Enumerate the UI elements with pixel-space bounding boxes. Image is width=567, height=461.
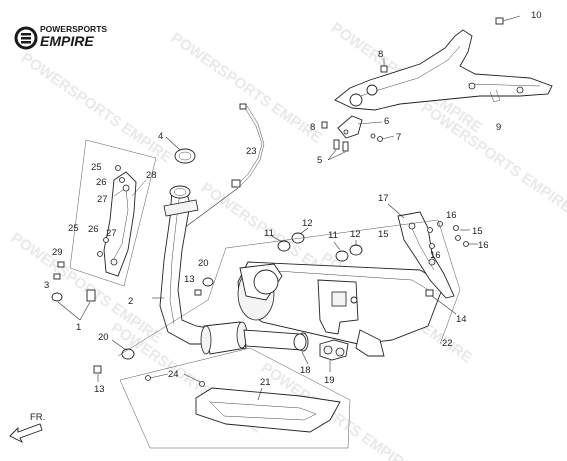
callout-20-lower: 20 — [98, 332, 109, 343]
svg-text:POWERSPORTS EMPIRE: POWERSPORTS EMPIRE — [168, 29, 325, 146]
part-muffler-bracket-17 — [387, 203, 455, 299]
callout-labels: 10 8 9 6 8 7 5 4 23 25 26 28 27 25 26 27… — [44, 10, 542, 395]
callout-16-right: 16 — [478, 240, 489, 251]
callout-11-right: 11 — [328, 230, 338, 241]
callout-17: 17 — [378, 193, 389, 204]
callout-12-right: 12 — [350, 229, 361, 240]
front-direction-label: FR. — [30, 412, 45, 423]
callout-27-top: 27 — [97, 194, 108, 205]
part-gasket-4 — [165, 136, 196, 164]
callout-21: 21 — [260, 377, 271, 388]
callout-23: 23 — [246, 146, 257, 157]
callout-4: 4 — [158, 131, 163, 142]
callout-8-left: 8 — [310, 122, 315, 133]
callout-14: 14 — [456, 314, 467, 325]
brand-line1: POWERSPORTS — [40, 24, 107, 34]
part-clamp-19 — [319, 339, 349, 372]
assembly-group-outlines — [69, 139, 461, 449]
part-bolt-8-top — [380, 58, 388, 73]
svg-text:POWERSPORTS EMPIRE: POWERSPORTS EMPIRE — [18, 49, 175, 166]
brand-logo: POWERSPORTS EMPIRE — [14, 24, 107, 50]
callout-3: 3 — [44, 280, 49, 291]
callout-27-bottom: 27 — [106, 228, 117, 239]
part-muffler-22 — [237, 261, 445, 357]
part-bolt-8-left — [321, 121, 328, 129]
part-bolt-13-lower — [93, 365, 102, 382]
callout-20-upper: 20 — [198, 258, 209, 269]
callout-18: 18 — [300, 365, 311, 376]
callout-25-bottom: 25 — [68, 223, 79, 234]
svg-text:POWERSPORTS EMPIRE: POWERSPORTS EMPIRE — [8, 229, 165, 346]
part-grommets-11-12 — [271, 227, 363, 262]
part-front-heat-shield-27 — [103, 171, 137, 277]
part-bolt-13-upper — [194, 289, 202, 296]
callout-12-left: 12 — [302, 218, 313, 229]
part-bolts-5 — [327, 139, 349, 161]
callout-19: 19 — [324, 375, 335, 386]
svg-text:POWERSPORTS EMPIRE: POWERSPORTS EMPIRE — [418, 99, 567, 216]
part-washer-20-upper — [202, 277, 214, 287]
callout-8-top: 8 — [378, 49, 383, 60]
part-bolt-10 — [495, 15, 521, 25]
brand-line2: EMPIRE — [40, 33, 94, 49]
part-screws-25-26 — [53, 165, 125, 280]
part-rear-carrier-bracket — [334, 29, 553, 111]
empire-emblem-icon — [14, 26, 38, 50]
callout-13-upper: 13 — [184, 274, 195, 285]
callout-2: 2 — [128, 296, 133, 307]
part-nut-3-stud-1 — [51, 289, 96, 321]
callout-29: 29 — [52, 247, 63, 258]
callout-10: 10 — [531, 10, 542, 21]
callout-15-right: 15 — [472, 226, 483, 237]
part-bracket-28 — [131, 179, 147, 197]
part-sensor-18 — [293, 333, 309, 365]
callout-28: 28 — [146, 170, 157, 181]
part-bolts-15-16 — [427, 221, 478, 249]
part-bracket-6 — [337, 115, 383, 139]
callout-24: 24 — [168, 369, 179, 380]
front-direction-arrow — [9, 423, 43, 444]
callout-26-top: 26 — [96, 177, 107, 188]
callout-1: 1 — [76, 322, 81, 333]
callout-15-left: 15 — [378, 229, 389, 240]
callout-26-bottom: 26 — [88, 224, 99, 235]
callout-13-lower: 13 — [94, 384, 105, 395]
part-lower-heat-shield-21 — [145, 373, 341, 433]
part-washer-7 — [370, 133, 395, 142]
callout-7: 7 — [396, 132, 401, 143]
callout-16-top: 16 — [446, 210, 457, 221]
part-catalyst-mid-pipe — [200, 321, 309, 355]
callout-16-mid: 16 — [430, 250, 441, 261]
callout-22: 22 — [442, 338, 453, 349]
callout-6: 6 — [384, 116, 389, 127]
callout-9: 9 — [496, 122, 501, 133]
callout-5: 5 — [317, 155, 322, 166]
callout-11-left: 11 — [264, 228, 274, 239]
callout-25-top: 25 — [91, 162, 102, 173]
